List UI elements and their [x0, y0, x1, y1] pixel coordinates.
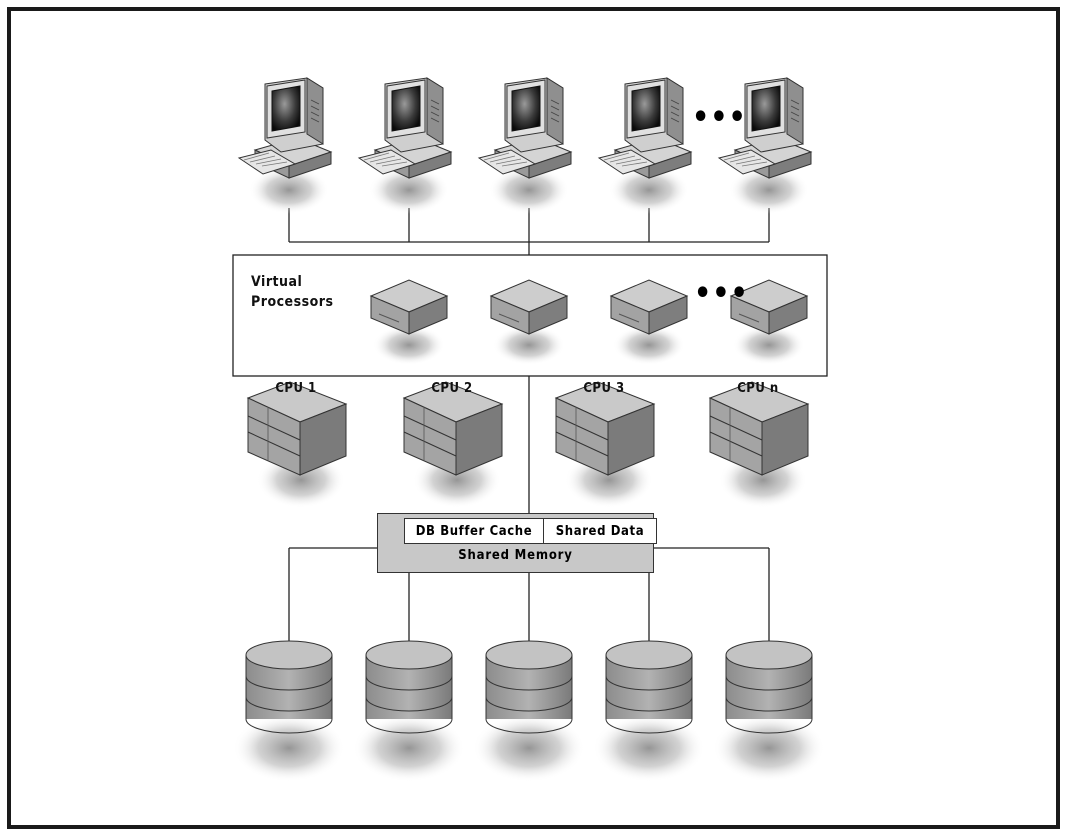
- cpu-label-2: CPU 2: [431, 381, 473, 396]
- cpu-tower-icon: [708, 381, 810, 508]
- desktop-computer-icon: [477, 77, 573, 214]
- virtual-processors-label: Virtual Processors: [251, 272, 333, 312]
- db-buffer-cache-cell: DB Buffer Cache: [405, 519, 544, 543]
- connector-lines: [288, 208, 770, 655]
- workstations-ellipsis: •••: [692, 100, 747, 135]
- desktop-computer-icon: [357, 77, 453, 214]
- desktop-computer-icon: [717, 77, 813, 214]
- processors-ellipsis: •••: [694, 276, 749, 311]
- cpu-tower-icon: [402, 381, 504, 508]
- cpu-label-1: CPU 1: [275, 381, 317, 396]
- cpu-label-3: CPU 3: [583, 381, 625, 396]
- database-disk-icon: [353, 640, 465, 782]
- database-disk-icon: [233, 640, 345, 782]
- cpu-tower-icon: [246, 381, 348, 508]
- processor-box-icon: [609, 279, 689, 365]
- processor-box-icon: [489, 279, 569, 365]
- cpu-label-n: CPU n: [737, 381, 779, 396]
- desktop-computer-icon: [597, 77, 693, 214]
- cpu-tower-icon: [554, 381, 656, 508]
- shared-memory-block: DB Buffer Cache Shared Data Shared Memor…: [377, 513, 657, 573]
- shared-memory-segments: DB Buffer Cache Shared Data: [404, 518, 657, 544]
- processor-box-icon: [369, 279, 449, 365]
- processor-box-icon: [729, 279, 809, 365]
- desktop-computer-icon: [237, 77, 333, 214]
- shared-data-cell: Shared Data: [555, 523, 645, 539]
- shared-memory-title: Shared Memory: [458, 548, 573, 563]
- vp-label-line1: Virtual: [251, 274, 303, 290]
- vp-label-line2: Processors: [251, 294, 334, 310]
- virtual-processors-box: [232, 254, 828, 377]
- database-disk-icon: [473, 640, 585, 782]
- database-disk-icon: [713, 640, 825, 782]
- database-disk-icon: [593, 640, 705, 782]
